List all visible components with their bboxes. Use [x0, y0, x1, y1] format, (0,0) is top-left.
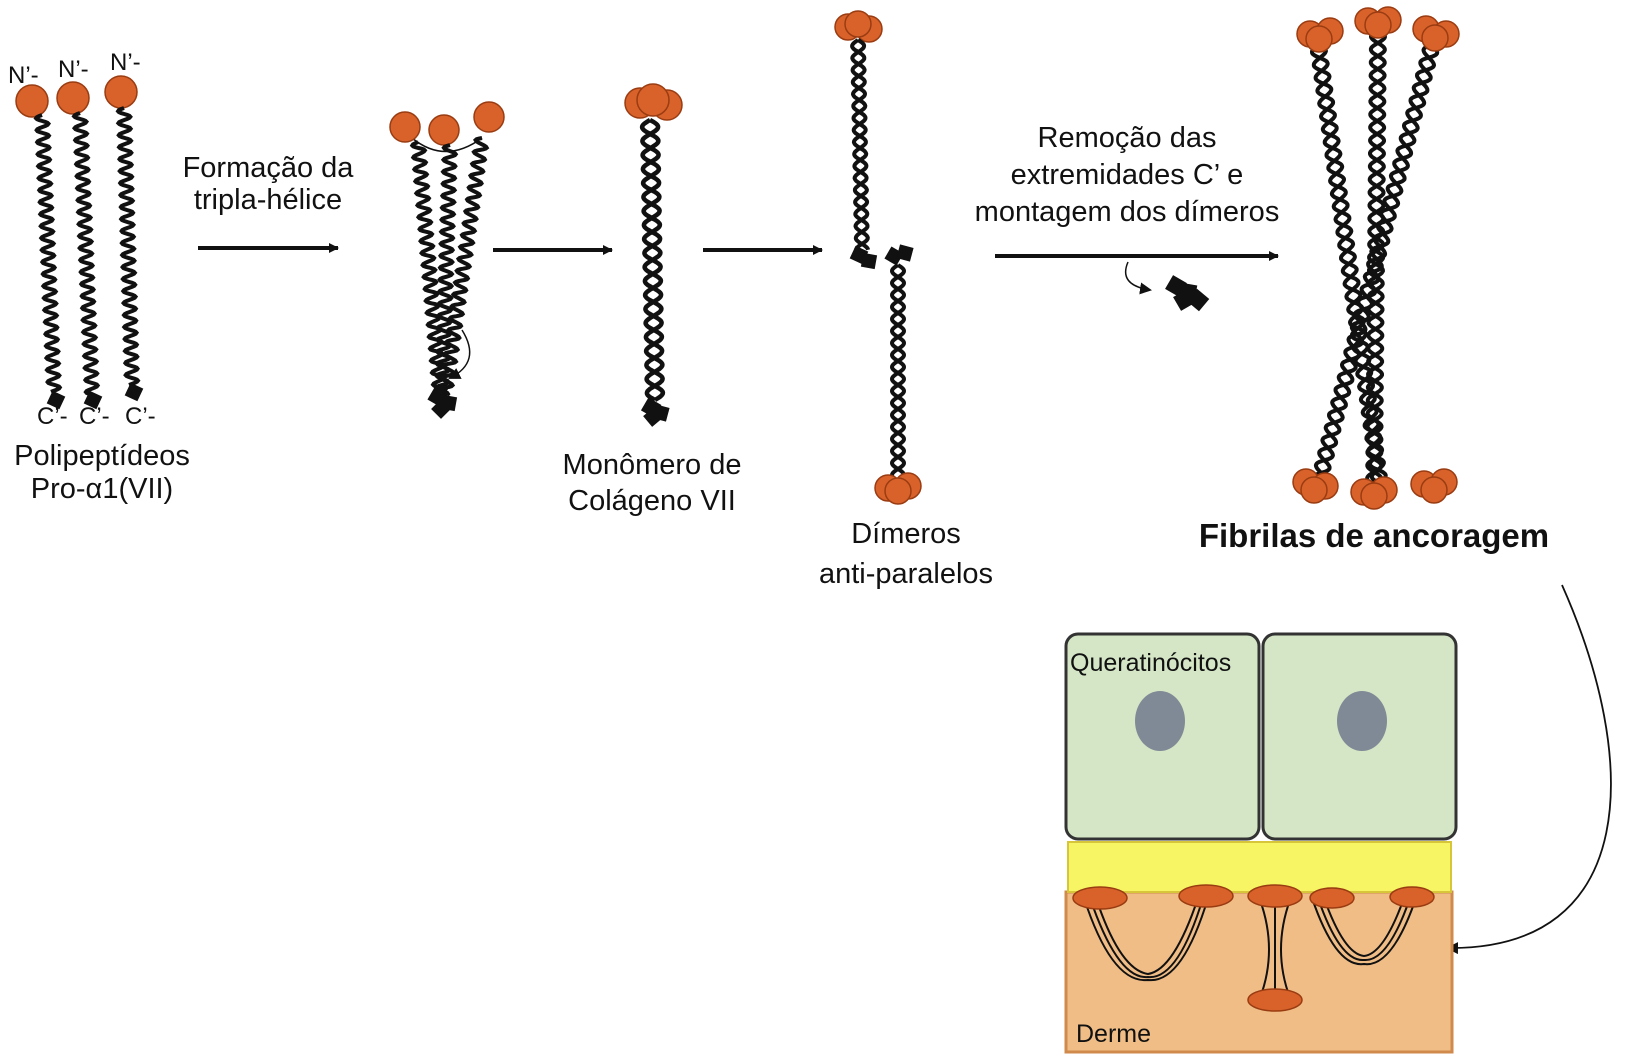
removal-label-line2: extremidades C’ e — [1011, 159, 1244, 191]
c-terminal-cluster-forming — [427, 387, 458, 419]
dermis-label: Derme — [1076, 1020, 1151, 1048]
monomer-helix-b — [640, 118, 665, 402]
c-terminal-label-1: C’- — [37, 403, 68, 430]
fibril-strand-3b — [1313, 43, 1440, 487]
c-terminal-label-2: C’- — [79, 403, 110, 430]
anchoring-fibril-loop-right — [1311, 897, 1417, 966]
basement-membrane — [1067, 841, 1452, 893]
n-globule-c — [473, 101, 505, 133]
anchoring-plaque-4 — [1309, 887, 1355, 909]
forming-strand-3 — [437, 136, 490, 397]
nucleus-1 — [1135, 691, 1185, 751]
dimer-top-n-globules — [844, 10, 872, 38]
keratinocytes-label: Queratinócitos — [1070, 649, 1231, 677]
antiparallel-dimers: Dímeros anti-paralelos — [819, 10, 993, 590]
anchoring-plaque-3 — [1247, 884, 1303, 908]
n-globule-3 — [104, 75, 138, 109]
skin-inset: Queratinócitos Derme — [1064, 632, 1458, 1054]
polypeptide-strand-2 — [71, 111, 101, 397]
collagen-vii-monomer: Monômero de Colágeno VII — [563, 83, 742, 517]
monomer-label-line1: Monômero de — [563, 449, 742, 481]
polypeptides-label-line1: Polipeptídeos — [14, 440, 190, 472]
dimer-lower-c-terminal — [884, 244, 914, 266]
removal-label-line3: montagem dos dímeros — [975, 196, 1280, 228]
c-terminal-block-3 — [124, 382, 144, 402]
fibril-top-globules-middle — [1354, 6, 1402, 39]
cleavage-arrow — [1124, 261, 1152, 295]
dimer-lower-helix-b — [889, 263, 907, 487]
zipper-arrow — [448, 329, 471, 379]
n-globule-b — [428, 114, 460, 146]
anchoring-plaque-2 — [1178, 884, 1234, 908]
forming-triple-helix — [389, 101, 505, 419]
c-terminal-label-3: C’- — [125, 403, 156, 430]
n-globule-2 — [56, 81, 90, 115]
c-terminal-cluster-monomer — [640, 397, 670, 427]
n-globule-cluster-monomer — [636, 83, 670, 117]
anchoring-plaque-1 — [1072, 886, 1128, 910]
fibril-bottom-globules-right — [1410, 468, 1458, 504]
dimer-bottom-n-globules — [884, 477, 912, 505]
anchoring-fibril-hourglass — [1259, 899, 1291, 999]
polypeptides-label-line2: Pro-α1(VII) — [31, 473, 173, 505]
dimer-upper-helix-b — [850, 38, 870, 251]
fibrils-label: Fibrilas de ancoragem — [1199, 517, 1549, 554]
fibril-top-globules-left — [1296, 17, 1344, 53]
n-globule-a — [389, 111, 421, 143]
fibril-strand-3a — [1310, 43, 1437, 486]
fibril-strand-2a — [1365, 28, 1387, 492]
polypeptides-group: N’- N’- N’- C’- C’- C’- Polipeptídeos Pr… — [8, 49, 190, 505]
dimers-label-line1: Dímeros — [851, 518, 961, 550]
c-terminal-block-2 — [83, 390, 103, 410]
nucleus-2 — [1337, 691, 1387, 751]
forming-strand-2 — [433, 143, 459, 397]
anchoring-plaque-6 — [1247, 988, 1303, 1012]
n-terminal-label-3: N’- — [110, 49, 141, 76]
fibril-bottom-globules-middle — [1350, 476, 1398, 510]
triple-helix-label-line1: Formação da — [183, 152, 355, 184]
n-globule-1 — [15, 84, 49, 118]
anchoring-fibril-loop-left — [1083, 897, 1209, 982]
dimers-label-line2: anti-paralelos — [819, 558, 993, 590]
inset-pointer-arrow — [1446, 584, 1612, 955]
removal-label-line1: Remoção das — [1038, 122, 1217, 154]
fibril-bottom-globules-left — [1292, 468, 1339, 504]
n-terminal-label-2: N’- — [58, 56, 89, 83]
dimer-upper-c-terminal — [849, 245, 878, 270]
monomer-label-line2: Colágeno VII — [568, 485, 736, 517]
anchoring-plaque-5 — [1389, 886, 1435, 908]
fibril-top-globules-right — [1412, 15, 1460, 52]
triple-helix-label-line2: tripla-hélice — [194, 184, 342, 216]
polypeptide-strand-1 — [33, 113, 63, 394]
polypeptide-strand-3 — [115, 106, 141, 387]
anchoring-fibrils: Fibrilas de ancoragem — [1199, 6, 1549, 554]
removed-c-terminal-fragments — [1165, 275, 1210, 312]
removal-step: Remoção das extremidades C’ e montagem d… — [975, 122, 1280, 312]
c-terminal-block-1 — [46, 390, 66, 410]
triple-helix-step: Formação da tripla-hélice — [183, 152, 355, 253]
